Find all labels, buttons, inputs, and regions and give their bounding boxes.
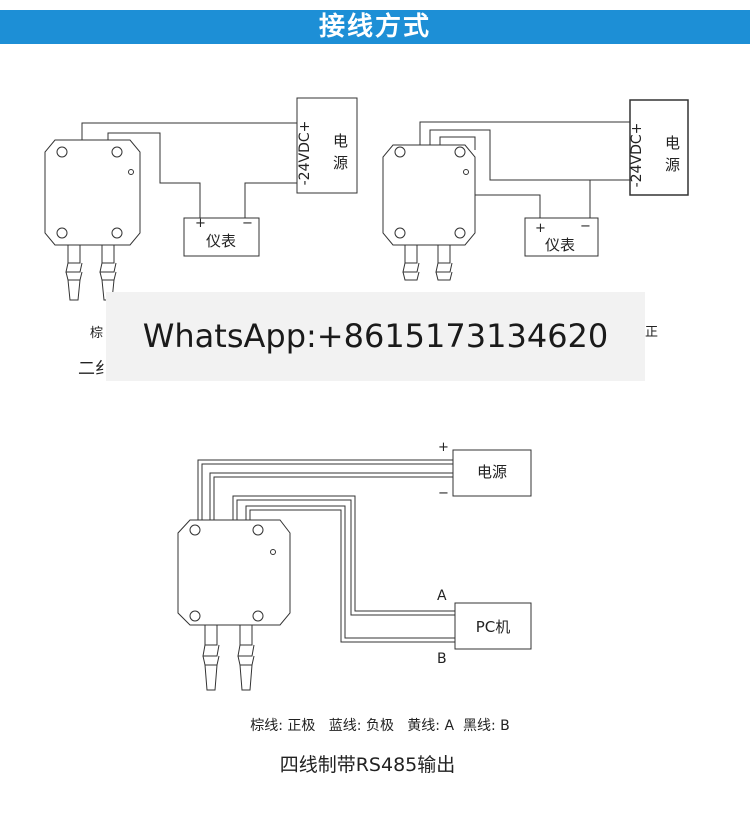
watermark-text: WhatsApp:+8615173134620 — [142, 317, 609, 355]
minus-label-4: − — [438, 486, 449, 501]
b-label: B — [437, 651, 447, 667]
power-label-1a: 电 — [333, 132, 349, 150]
meter-label-1: 仪表 — [206, 232, 237, 250]
power-box-2 — [629, 99, 689, 196]
power-label-4: 电源 — [476, 463, 507, 481]
a-label: A — [437, 588, 447, 604]
wires-4 — [197, 459, 455, 643]
watermark-box — [106, 292, 645, 381]
meter-plus-2: + — [535, 221, 546, 236]
meter-box-1 — [183, 217, 260, 257]
power-label-1b: 源 — [333, 154, 349, 172]
wire-legend-4: 棕线: 正极 蓝线: 负极 黄线: A 黑线: B — [250, 718, 510, 734]
wires-2 — [419, 121, 630, 218]
transmitter-4 — [177, 519, 291, 691]
meter-plus-1: + — [195, 216, 206, 231]
pc-label: PC机 — [475, 618, 511, 636]
page-title: 接线方式 — [318, 12, 431, 42]
caption-4: 四线制带RS485输出 — [279, 754, 456, 776]
power-label-2b: 源 — [665, 156, 681, 174]
legend-partial-2: 正 — [645, 325, 659, 340]
caption-partial-1: 二纟 — [78, 359, 112, 379]
power-box-1 — [296, 97, 358, 194]
header-bar — [0, 10, 750, 44]
wires-1 — [81, 122, 297, 218]
meter-minus-1: − — [242, 216, 253, 231]
pc-box — [454, 602, 532, 650]
transmitter-1 — [44, 139, 141, 301]
legend-partial-1: 棕 — [90, 326, 104, 341]
power-label-2a: 电 — [665, 134, 681, 152]
power-voltage-label-2: -24VDC+ — [629, 122, 645, 188]
meter-minus-2: − — [580, 219, 591, 234]
plus-label-4: + — [438, 440, 449, 455]
power-box-4 — [452, 449, 532, 497]
transmitter-2 — [382, 144, 476, 281]
meter-box-2 — [524, 217, 599, 257]
power-voltage-label-1: -24VDC+ — [297, 120, 313, 186]
meter-label-2: 仪表 — [545, 236, 576, 254]
